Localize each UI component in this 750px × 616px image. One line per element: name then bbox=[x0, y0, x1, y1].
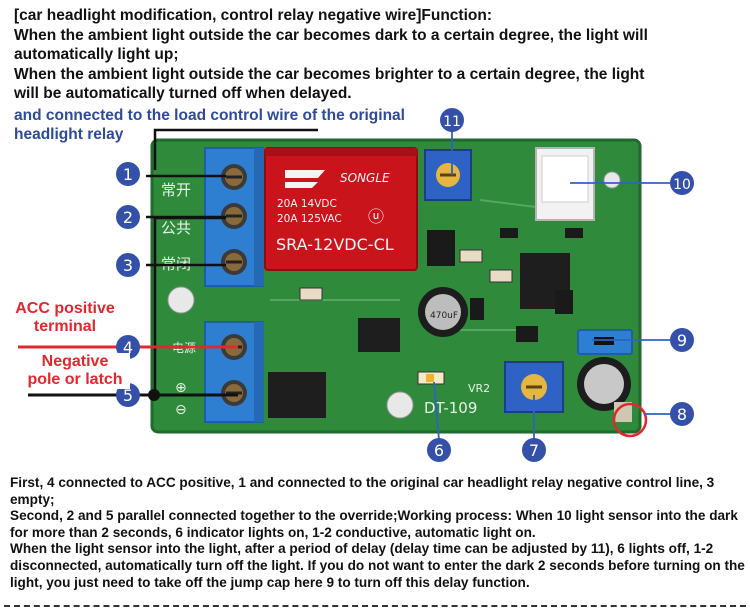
callout-8: 8 bbox=[677, 405, 687, 424]
callout-7: 7 bbox=[529, 441, 539, 460]
terminal-label-plus: ⊕ bbox=[175, 380, 187, 396]
relay-rating-2: 20A 125VAC bbox=[277, 213, 342, 225]
acc-label-line: terminal bbox=[33, 318, 97, 335]
terminal-label-minus: ⊖ bbox=[175, 402, 187, 418]
led-indicator bbox=[417, 371, 445, 385]
relay-rating-1: 20A 14VDC bbox=[277, 198, 337, 210]
instructions-paragraph: When the light sensor into the light, af… bbox=[10, 541, 745, 590]
divider bbox=[4, 605, 746, 607]
callout-10: 10 bbox=[673, 177, 691, 193]
relay-brand: SONGLE bbox=[340, 171, 390, 185]
header-line: will be automatically turned off when de… bbox=[14, 85, 352, 102]
pot-label: VR2 bbox=[468, 382, 490, 395]
potentiometer-11 bbox=[424, 149, 472, 201]
capacitor-secondary bbox=[577, 357, 631, 411]
capacitor-label: 470uF bbox=[430, 311, 458, 321]
relay: SONGLE 20A 14VDC 20A 125VAC SRA-12VDC-CL… bbox=[264, 147, 418, 271]
pad-8 bbox=[612, 402, 648, 438]
header-line: automatically light up; bbox=[14, 46, 179, 63]
callout-2: 2 bbox=[123, 208, 133, 227]
terminal-block-bottom bbox=[204, 321, 264, 423]
connection-note-line: and connected to the load control wire o… bbox=[14, 107, 405, 124]
wires bbox=[18, 128, 672, 441]
connection-note-line: headlight relay bbox=[14, 126, 124, 143]
callout-11: 11 bbox=[443, 114, 461, 130]
negative-pole-label: Negative pole or latch bbox=[20, 353, 130, 389]
board-illustration: 常开 公共 常闭 电源 ⊕ ⊖ SONGLE 20A 14VDC 20A 125… bbox=[10, 108, 694, 462]
relay-model: SRA-12VDC-CL bbox=[276, 235, 394, 254]
chips bbox=[268, 228, 583, 418]
negative-label-line: Negative bbox=[41, 353, 109, 370]
header-line: [car headlight modification, control rel… bbox=[14, 7, 492, 24]
callout-6: 6 bbox=[434, 441, 444, 460]
acc-label-line: ACC positive bbox=[15, 300, 115, 317]
board-svg: 常开 公共 常闭 电源 ⊕ ⊖ SONGLE 20A 14VDC 20A 125… bbox=[18, 108, 694, 462]
terminal-block-top bbox=[204, 147, 264, 287]
negative-label-line: pole or latch bbox=[27, 371, 123, 388]
terminal-label-no: 常开 bbox=[161, 181, 191, 199]
callout-5: 5 bbox=[123, 386, 133, 405]
silk-text: DT-109 bbox=[424, 399, 477, 417]
header-line: When the ambient light outside the car b… bbox=[14, 65, 645, 83]
instructions-text: First, 4 connected to ACC positive, 1 an… bbox=[10, 475, 745, 591]
instructions-paragraph: First, 4 connected to ACC positive, 1 an… bbox=[10, 475, 715, 507]
light-sensor-connector bbox=[535, 147, 595, 221]
terminal-label-com: 公共 bbox=[161, 219, 191, 237]
jumper-cap bbox=[577, 329, 633, 355]
capacitor-main: 470uF bbox=[418, 287, 468, 337]
header-line: When the ambient light outside the car b… bbox=[14, 26, 648, 44]
header-text: [car headlight modification, control rel… bbox=[14, 6, 742, 104]
callout-1: 1 bbox=[123, 165, 133, 184]
callout-9: 9 bbox=[677, 331, 687, 350]
ul-mark-icon: ⓤ bbox=[368, 207, 384, 226]
instructions-paragraph: Second, 2 and 5 parallel connected toget… bbox=[10, 508, 738, 540]
connection-note: and connected to the load control wire o… bbox=[14, 106, 434, 144]
acc-positive-label: ACC positive terminal bbox=[10, 300, 120, 336]
callout-4: 4 bbox=[123, 338, 133, 357]
callout-3: 3 bbox=[123, 256, 133, 275]
